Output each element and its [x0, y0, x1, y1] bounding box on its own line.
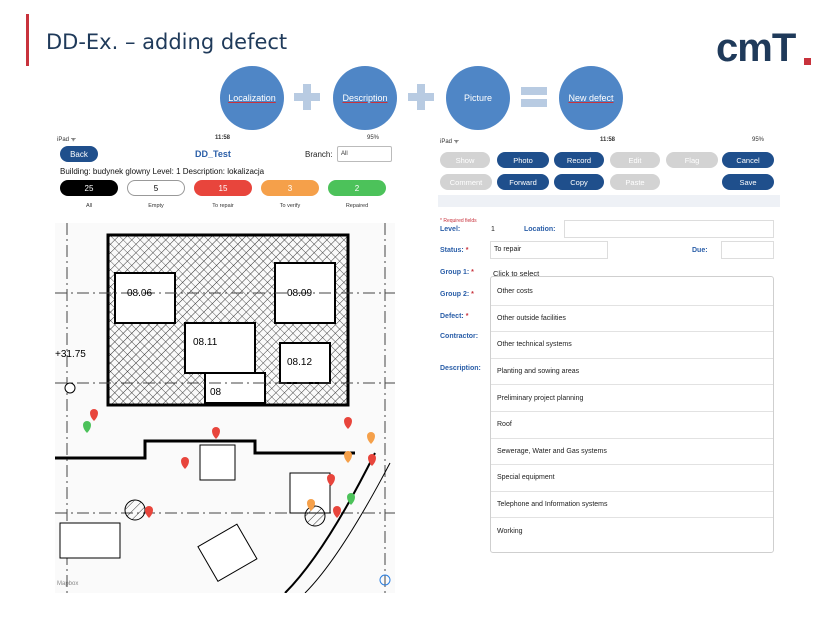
filter-label: To repair — [212, 203, 234, 209]
filter-label: To verify — [279, 203, 301, 209]
project-title: DD_Test — [195, 149, 231, 159]
edit-button[interactable]: Edit — [610, 152, 660, 168]
defect-pin-red[interactable] — [344, 417, 352, 429]
flag-button[interactable]: Flag — [666, 152, 718, 168]
status-battery: 95% — [367, 135, 380, 141]
step-label: Picture — [463, 93, 492, 103]
record-button[interactable]: Record — [554, 152, 604, 168]
defect-pin-green[interactable] — [83, 421, 91, 433]
step-picture: Picture — [446, 66, 510, 130]
filter-label: All — [85, 203, 93, 209]
location-label: Location: — [524, 226, 556, 233]
step-label: Localization — [228, 93, 276, 103]
defect-pin-red[interactable] — [327, 474, 335, 486]
branch-input[interactable]: All — [337, 146, 392, 162]
equals-operator — [521, 87, 547, 107]
show-button[interactable]: Show — [440, 152, 490, 168]
dropdown-option[interactable]: Other costs — [491, 279, 773, 306]
map-attribution: Mapbox — [57, 581, 78, 587]
defect-pin-orange[interactable] — [307, 499, 315, 511]
dimension-label: +31.75 — [55, 349, 86, 360]
logo-dot — [804, 58, 811, 65]
status-carrier: iPad ᯤ — [440, 139, 460, 145]
defect-pin-red[interactable] — [333, 506, 341, 518]
required-note: * Required fields — [440, 218, 477, 224]
room-label: 08.12 — [287, 357, 312, 368]
defect-pin-red[interactable] — [145, 506, 153, 518]
status-time: 11:58 — [600, 137, 616, 143]
filter-all-button[interactable]: 25 — [60, 180, 118, 196]
defect-pin-red[interactable] — [181, 457, 189, 469]
filter-repaired-button[interactable]: 2 — [328, 180, 386, 196]
step-label: New defect — [568, 93, 614, 103]
slide-title: DD-Ex. – adding defect — [46, 30, 288, 54]
status-select[interactable]: To repair — [490, 241, 608, 259]
defect-pin-red[interactable] — [212, 427, 220, 439]
title-accent-bar — [26, 14, 29, 66]
group1-label: Group 1: * — [440, 269, 474, 276]
status-time: 11:58 — [215, 135, 231, 141]
defect-map-screen: iPad ᯤ 11:58 95% Back DD_Test Branch: Al… — [55, 133, 395, 593]
status-battery: 95% — [752, 137, 765, 143]
forward-button[interactable]: Forward — [497, 174, 549, 190]
step-new-defect: New defect — [559, 66, 623, 130]
floor-plan-map[interactable]: 08.06 08.09 08.11 08.12 08 +31.75 Mapbox — [55, 223, 395, 593]
location-input[interactable] — [564, 220, 774, 238]
dropdown-option[interactable]: Special equipment — [491, 465, 773, 492]
description-label: Description: — [440, 365, 481, 372]
dropdown-option[interactable]: Planting and sowing areas — [491, 359, 773, 386]
logo-text: cmT — [716, 26, 796, 70]
defect-pin-red[interactable] — [90, 409, 98, 421]
defect-pin-green[interactable] — [347, 493, 355, 505]
dropdown-option[interactable]: Other technical systems — [491, 332, 773, 359]
group2-label: Group 2: * — [440, 291, 474, 298]
dropdown-option[interactable]: Roof — [491, 412, 773, 439]
plus-operator-1 — [294, 84, 320, 110]
due-label: Due: — [692, 247, 708, 254]
status-carrier: iPad ᯤ — [57, 137, 77, 143]
status-label: Status: * — [440, 247, 469, 254]
room-label: 08.11 — [193, 337, 218, 348]
step-localization: Localization — [220, 66, 284, 130]
room-label: 08.09 — [287, 288, 312, 299]
room-label: 08 — [210, 387, 222, 398]
filter-label: Repaired — [345, 203, 369, 209]
defect-pin-red[interactable] — [368, 454, 376, 466]
comment-button[interactable]: Comment — [440, 174, 492, 190]
dropdown-option[interactable]: Sewerage, Water and Gas systems — [491, 439, 773, 466]
branch-label: Branch: — [305, 150, 333, 159]
back-button[interactable]: Back — [60, 146, 98, 162]
group1-dropdown-list[interactable]: Other costs Other outside facilities Oth… — [490, 276, 774, 553]
step-label: Description — [342, 93, 388, 103]
step-description: Description — [333, 66, 397, 130]
level-value[interactable]: 1 — [491, 226, 495, 233]
dropdown-option[interactable]: Working — [497, 528, 523, 536]
info-icon[interactable] — [379, 574, 391, 586]
paste-button[interactable]: Paste — [610, 174, 660, 190]
cmt-logo: cmT — [716, 26, 812, 70]
contractor-label: Contractor: — [440, 333, 479, 340]
building-info: Building: budynek glowny Level: 1 Descri… — [60, 167, 265, 176]
dropdown-option[interactable]: Other outside facilities — [491, 306, 773, 333]
filter-label: Empty — [148, 203, 164, 209]
due-date-input[interactable] — [721, 241, 774, 259]
defect-pin-orange[interactable] — [367, 432, 375, 444]
filter-to-repair-button[interactable]: 15 — [194, 180, 252, 196]
cancel-button[interactable]: Cancel — [722, 152, 774, 168]
group1-select[interactable]: Click to select — [493, 269, 540, 278]
dropdown-option[interactable]: Telephone and Information systems — [491, 492, 773, 519]
filter-empty-button[interactable]: 5 — [127, 180, 185, 196]
level-label: Level: — [440, 226, 461, 233]
new-defect-form-screen: iPad ᯤ 11:58 95% Show Photo Record Edit … — [438, 133, 780, 593]
toolbar-divider — [438, 195, 780, 207]
dropdown-option[interactable]: Preliminary project planning — [491, 385, 773, 412]
copy-button[interactable]: Copy — [554, 174, 604, 190]
plus-operator-2 — [408, 84, 434, 110]
save-button[interactable]: Save — [722, 174, 774, 190]
defect-pin-orange[interactable] — [344, 451, 352, 463]
filter-to-verify-button[interactable]: 3 — [261, 180, 319, 196]
photo-button[interactable]: Photo — [497, 152, 549, 168]
room-label: 08.06 — [127, 288, 152, 299]
defect-label: Defect: * — [440, 313, 469, 320]
